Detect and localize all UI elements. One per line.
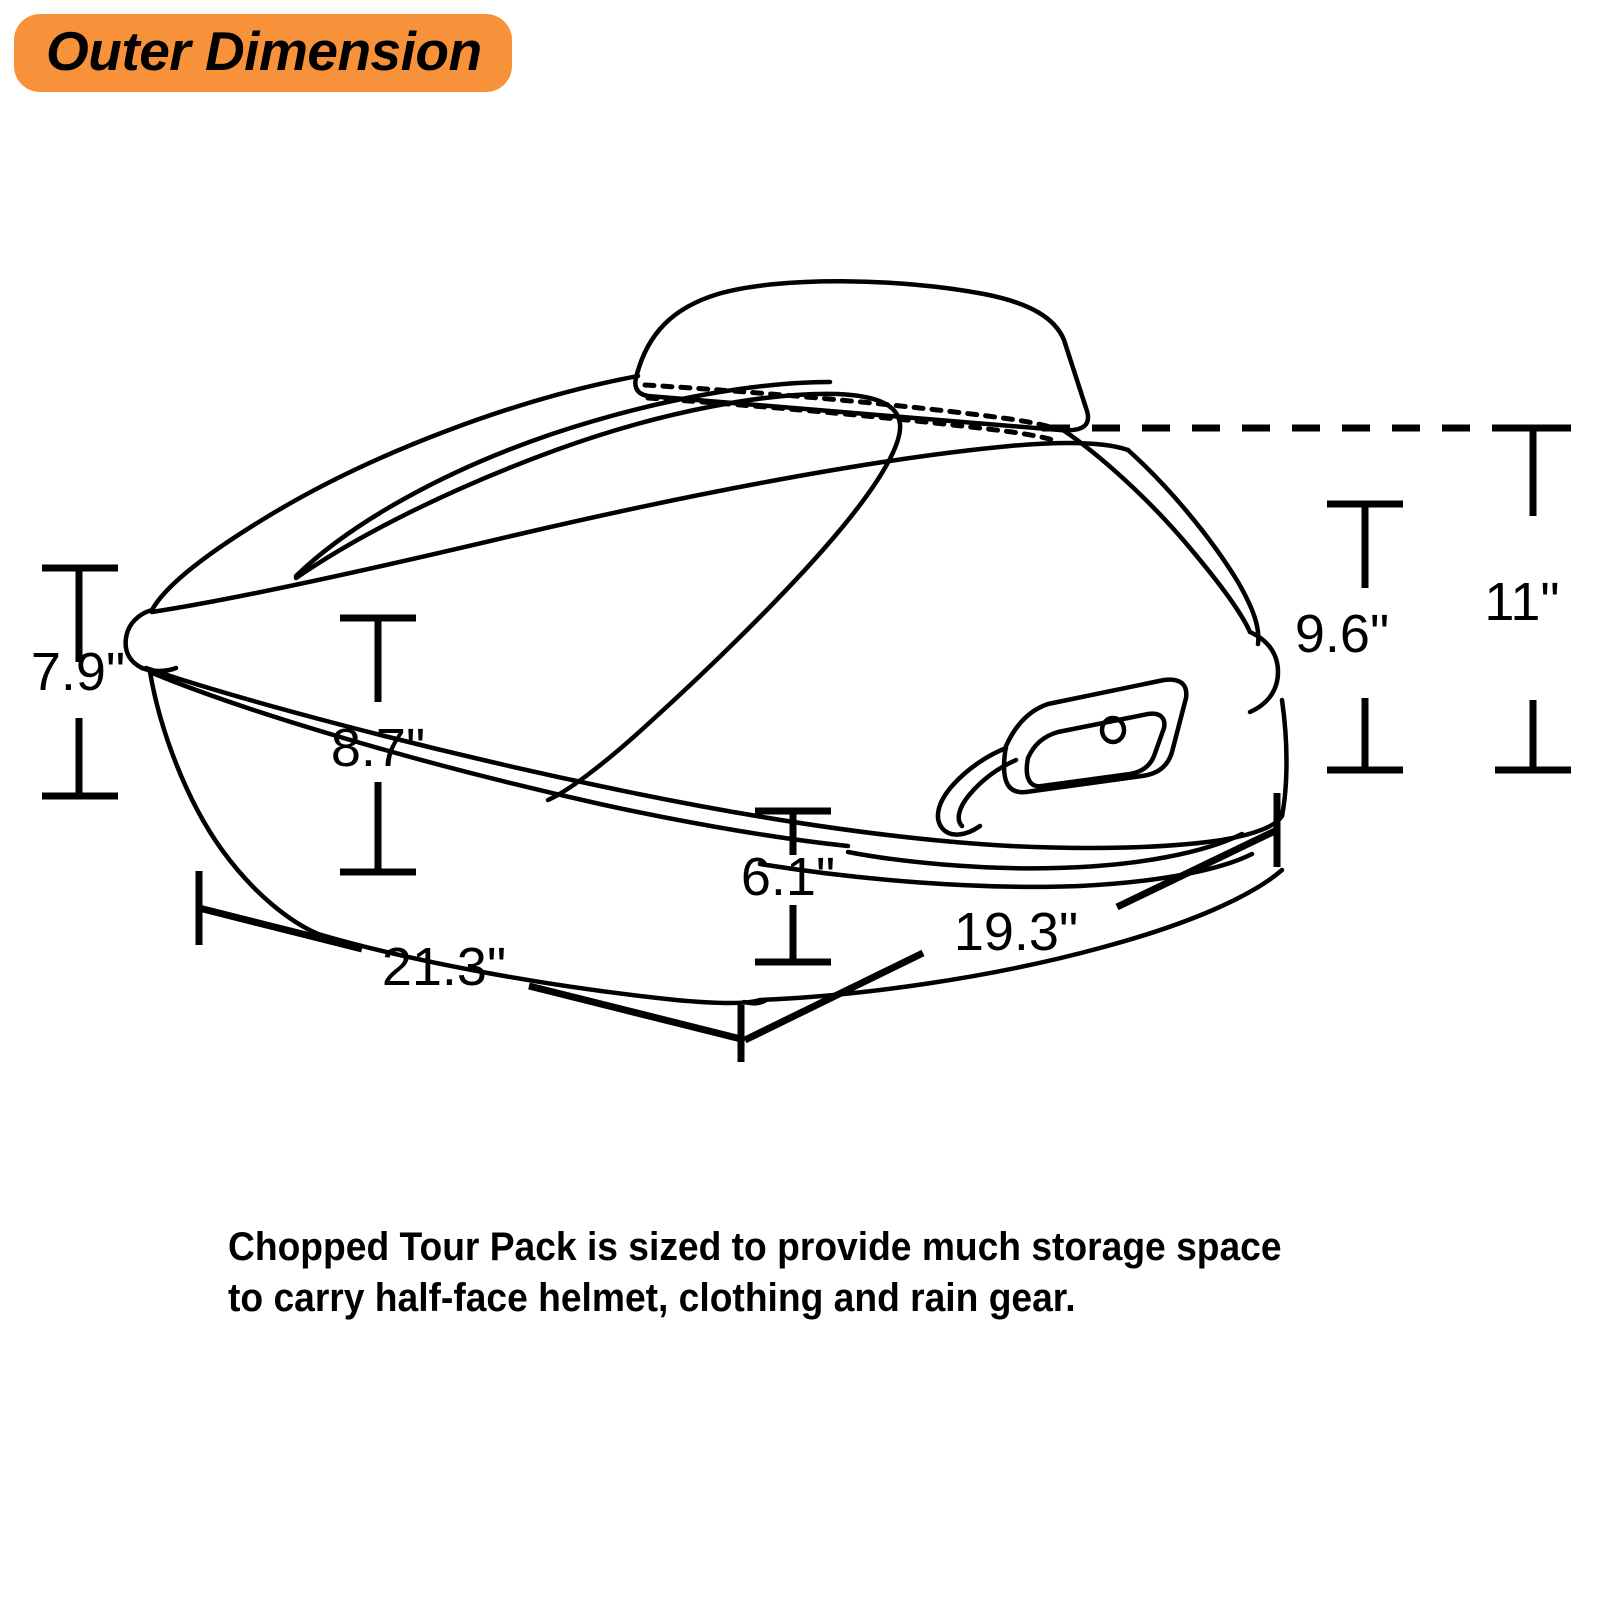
dimension-label-lid-height: 8.7" bbox=[331, 718, 425, 778]
dimension-annotations: 7.9" 8.7" 6.1" bbox=[31, 424, 1571, 1062]
dimension-rear-height bbox=[1327, 500, 1403, 774]
caption-line-2: to carry half-face helmet, clothing and … bbox=[228, 1276, 1076, 1321]
lid-seam-line bbox=[149, 440, 1131, 615]
body-front-face-left-edge bbox=[147, 669, 321, 937]
body-front-face-bottom bbox=[315, 931, 763, 1006]
dim-21p3-line-left bbox=[198, 904, 363, 953]
lid-lip-right bbox=[1247, 629, 1281, 715]
latch-inner-recess bbox=[1024, 711, 1167, 789]
body-side-face-upper bbox=[1007, 813, 1285, 851]
dimension-label-front-width: 21.3" bbox=[382, 937, 506, 997]
dimension-label-front-height: 7.9" bbox=[31, 642, 125, 702]
dim-19p3-line-right bbox=[1115, 826, 1279, 911]
caption-line-1: Chopped Tour Pack is sized to provide mu… bbox=[228, 1225, 1282, 1269]
dimension-label-rear-height: 9.6" bbox=[1295, 604, 1389, 664]
dimension-label-overall-height: 11" bbox=[1484, 572, 1559, 632]
dimension-label-base-height: 6.1" bbox=[741, 847, 835, 907]
dimension-lid-height bbox=[340, 614, 416, 876]
dim-19p3-line-left bbox=[743, 949, 925, 1044]
body-lower-trim bbox=[845, 831, 1245, 871]
dimension-label-side-depth: 19.3" bbox=[954, 902, 1078, 962]
latch-grip-hook-inner bbox=[956, 757, 1019, 829]
latch-grip-hook bbox=[935, 745, 1009, 837]
dimension-side-depth bbox=[743, 793, 1281, 1044]
body-front-face-top bbox=[147, 669, 851, 849]
dimension-front-width bbox=[195, 871, 746, 1062]
backrest-pad-stitch-lower bbox=[645, 395, 1058, 444]
lid-top-outline bbox=[149, 373, 641, 613]
lid-top-right-outline bbox=[1060, 427, 1253, 635]
product-caption: Chopped Tour Pack is sized to provide mu… bbox=[228, 1222, 1428, 1324]
body-bottom-right bbox=[757, 867, 1285, 1003]
lid-right-edge-inner bbox=[1125, 447, 1261, 647]
dimension-overall-height bbox=[1495, 424, 1571, 774]
outer-dimension-badge-label: Outer Dimension bbox=[46, 19, 482, 82]
outer-dimension-badge: Outer Dimension bbox=[14, 14, 512, 92]
lid-front-lip-left bbox=[123, 607, 155, 671]
dimension-front-height bbox=[42, 564, 118, 800]
latch-outer-plate bbox=[1001, 677, 1189, 795]
lid-raised-panel-crease bbox=[293, 391, 903, 803]
body-side-seam bbox=[757, 851, 1255, 890]
latch-keyhole-icon bbox=[1099, 715, 1127, 745]
dim-21p3-line-right bbox=[528, 982, 746, 1044]
body-bottom-vertex bbox=[741, 997, 769, 1006]
dimension-base-height bbox=[755, 807, 831, 966]
body-side-right-edge bbox=[1279, 697, 1289, 819]
lid-raised-panel-left bbox=[293, 379, 833, 579]
lid-lower-front-edge bbox=[143, 665, 1013, 849]
